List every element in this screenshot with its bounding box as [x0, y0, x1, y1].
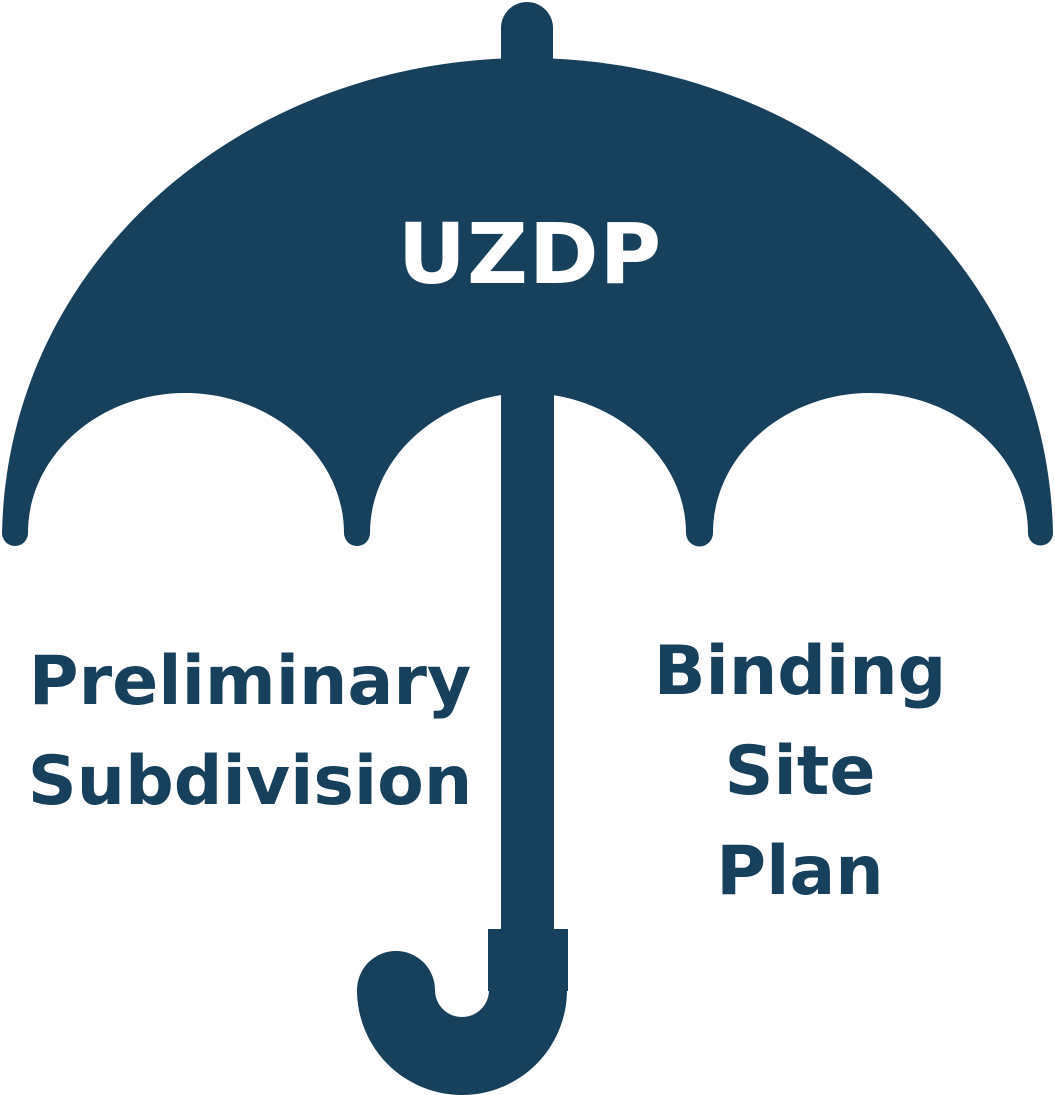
canopy-title-text: UZDP: [397, 205, 663, 303]
umbrella-shaft: [501, 380, 554, 935]
umbrella-top-knob: [501, 2, 553, 62]
left-label-line-1: Preliminary: [28, 642, 472, 721]
binding-site-plan-label: Binding Site Plan: [570, 622, 1030, 922]
right-label-line-1: Binding Site: [653, 632, 947, 811]
umbrella-canopy: [2, 58, 1053, 547]
umbrella-hook: [357, 951, 567, 1095]
left-label-line-2: Subdivision: [27, 742, 473, 821]
canopy-title: UZDP: [330, 212, 730, 296]
right-label-line-2: Plan: [716, 832, 884, 911]
umbrella-handle-collar: [488, 929, 568, 991]
preliminary-subdivision-label: Preliminary Subdivision: [20, 632, 480, 832]
